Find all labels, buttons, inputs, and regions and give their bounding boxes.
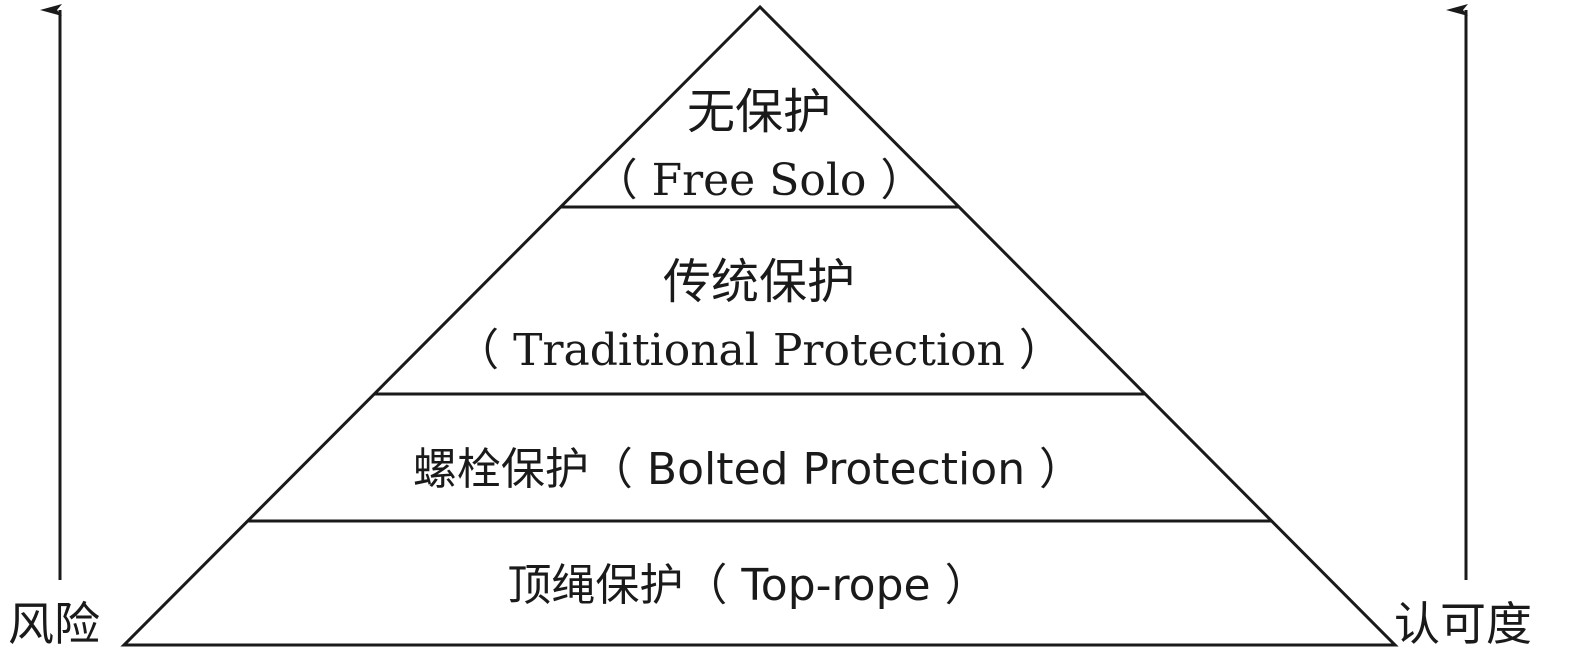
tier-bolted: 螺栓保护（ Bolted Protection ） [413,444,1083,495]
tier-traditional-cn: 传统保护 [663,254,855,310]
tier-top-rope: 顶绳保护（ Top-rope ） [507,560,988,611]
tier-free-solo-cn: 无保护 [687,84,831,140]
pyramid-outline [120,4,1399,647]
risk-label: 风险 [8,597,100,651]
tier-traditional-en: （ Traditional Protection ） [455,325,1063,376]
recognition-label: 认可度 [1394,597,1532,651]
tier-free-solo-en: （ Free Solo ） [594,155,925,206]
